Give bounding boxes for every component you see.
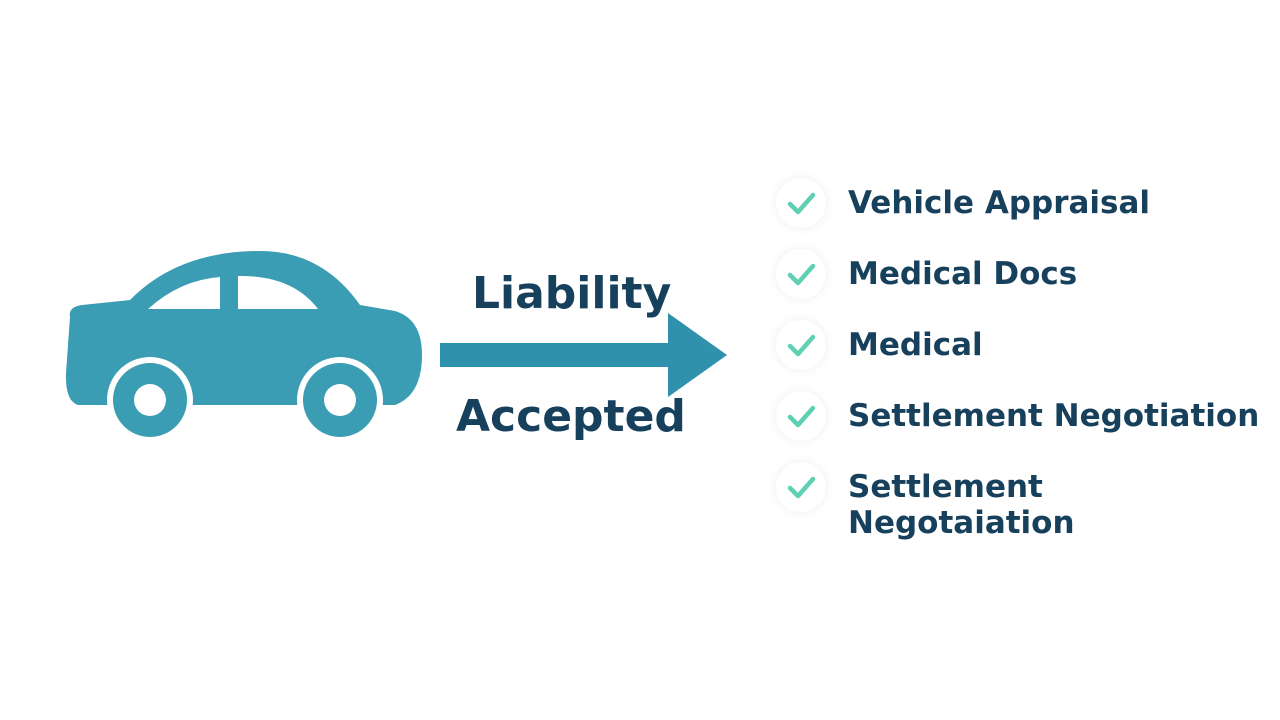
arrow-right-icon: [440, 313, 727, 397]
checklist-item: Settlement Negotaiation: [776, 462, 1266, 541]
arrow-label-bottom: Accepted: [456, 391, 686, 442]
checklist-item-label: Medical: [848, 327, 983, 363]
car-front-window: [238, 275, 318, 309]
car-rear-hub: [134, 384, 166, 416]
arrow-label-top: Liability: [472, 268, 672, 319]
check-icon: [776, 320, 826, 370]
check-icon: [776, 391, 826, 441]
checklist: Vehicle Appraisal Medical Docs Medical S…: [776, 178, 1266, 562]
checklist-item-label: Settlement Negotiation: [848, 398, 1260, 434]
car-front-hub: [324, 384, 356, 416]
checklist-item: Settlement Negotiation: [776, 391, 1266, 441]
car-rear-window: [148, 277, 220, 309]
checklist-item-label: Vehicle Appraisal: [848, 185, 1151, 221]
check-icon: [776, 249, 826, 299]
checklist-item: Vehicle Appraisal: [776, 178, 1266, 228]
check-icon: [776, 178, 826, 228]
check-icon: [776, 462, 826, 512]
checklist-item: Medical Docs: [776, 249, 1266, 299]
car-icon: [65, 251, 422, 443]
checklist-item-label: Settlement Negotaiation: [848, 469, 1075, 541]
checklist-item: Medical: [776, 320, 1266, 370]
checklist-item-label: Medical Docs: [848, 256, 1078, 292]
arrow-shape: [440, 313, 727, 397]
